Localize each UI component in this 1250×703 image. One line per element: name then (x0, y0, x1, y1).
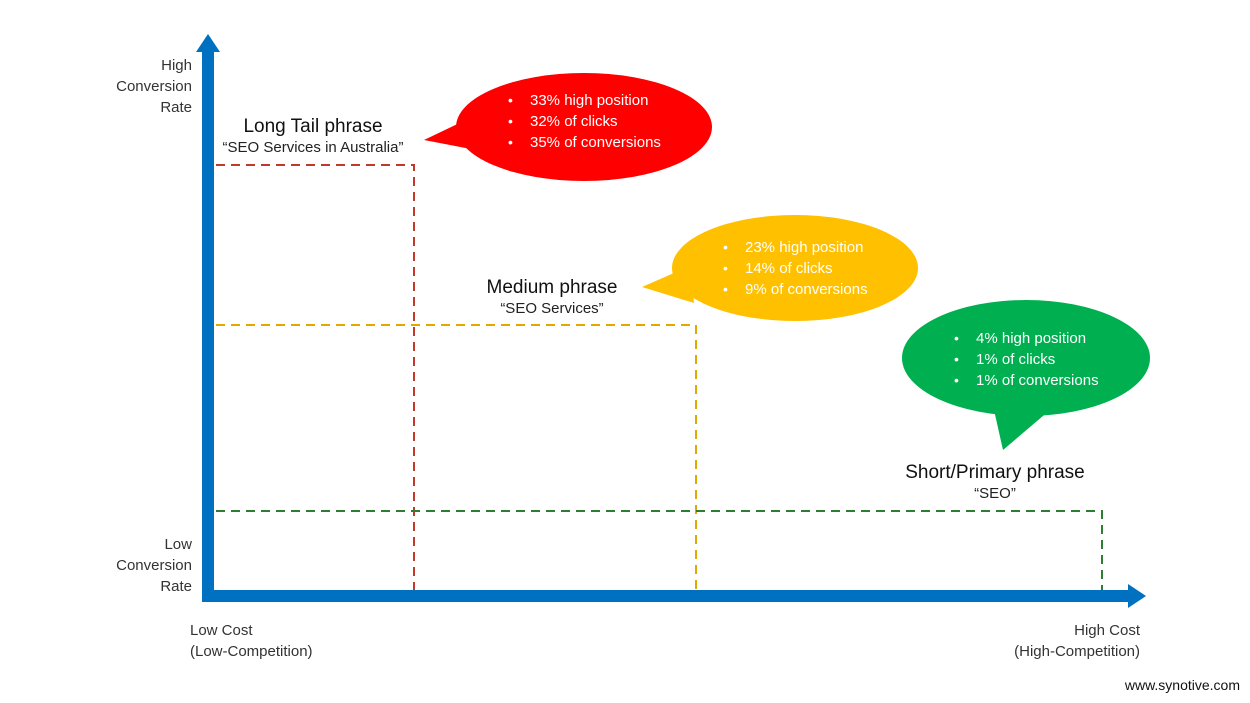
y-axis-low-label: Low Conversion Rate (116, 536, 192, 595)
stat-item: 1% of conversions (954, 370, 1099, 391)
x-axis (202, 590, 1132, 602)
long-tail-example: “SEO Services in Australia” (222, 139, 404, 156)
x-axis-arrow (1128, 584, 1146, 608)
stat-item: 4% high position (954, 328, 1099, 349)
short-title: Short/Primary phrase (905, 462, 1085, 483)
x-axis-high-label: High Cost (High-Competition) (1014, 622, 1140, 660)
short-stats: 4% high position 1% of clicks 1% of conv… (954, 328, 1099, 391)
stat-item: 1% of clicks (954, 349, 1099, 370)
y-axis-high-label: High Conversion Rate (116, 57, 192, 116)
stat-item: 9% of conversions (723, 279, 868, 300)
medium-example: “SEO Services” (500, 300, 604, 317)
y-axis (202, 48, 214, 602)
medium-region (216, 324, 697, 590)
y-axis-arrow (196, 34, 220, 52)
stat-item: 33% high position (508, 90, 661, 111)
stat-item: 14% of clicks (723, 258, 868, 279)
watermark: www.synotive.com (1124, 677, 1240, 693)
stat-item: 23% high position (723, 237, 868, 258)
medium-stats: 23% high position 14% of clicks 9% of co… (723, 237, 868, 300)
short-example: “SEO” (974, 485, 1016, 502)
stat-item: 35% of conversions (508, 132, 661, 153)
medium-title: Medium phrase (486, 277, 618, 298)
x-axis-low-label: Low Cost (Low-Competition) (190, 622, 313, 660)
long-tail-region (216, 164, 415, 590)
stat-item: 32% of clicks (508, 111, 661, 132)
long-tail-title: Long Tail phrase (243, 116, 383, 137)
short-region (216, 510, 1103, 590)
long-tail-stats: 33% high position 32% of clicks 35% of c… (508, 90, 661, 153)
